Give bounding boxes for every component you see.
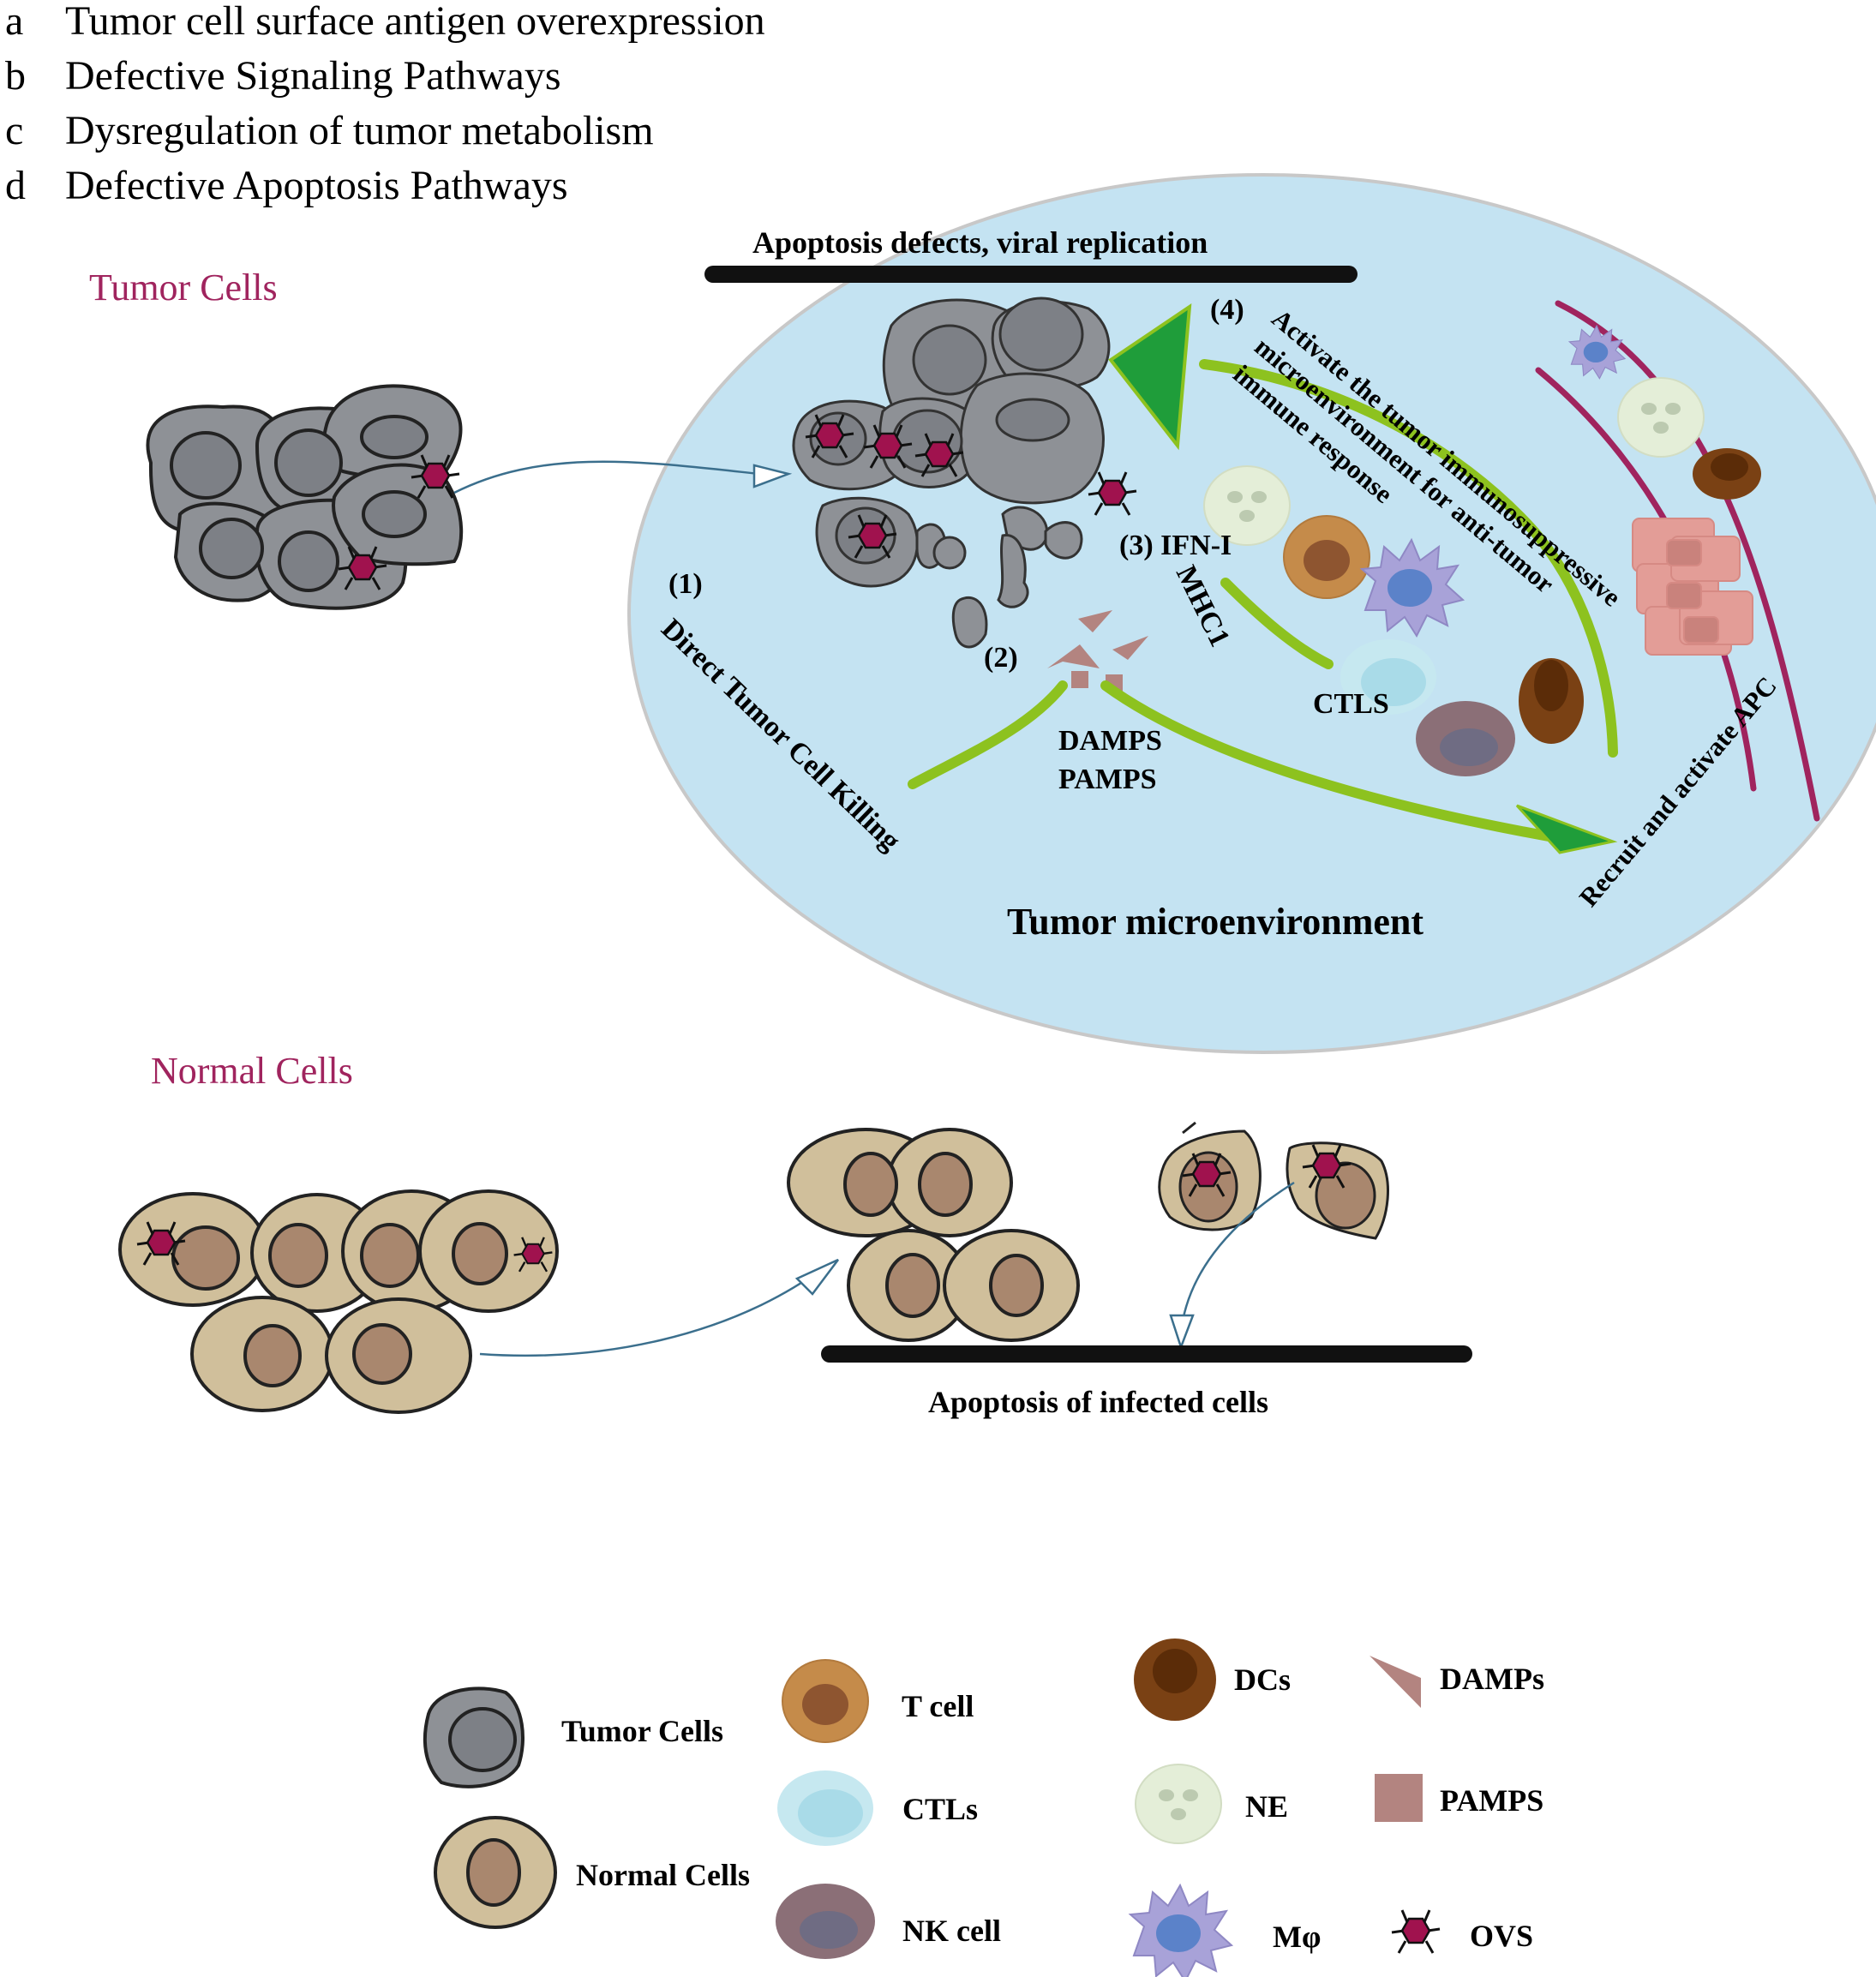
legend-ne-icon bbox=[1135, 1764, 1222, 1844]
infected-arrow bbox=[1179, 1181, 1295, 1333]
damps-fragments bbox=[1047, 610, 1148, 668]
legend-pamps-icon bbox=[1375, 1774, 1423, 1822]
legend-pamps-label: PAMPS bbox=[1440, 1783, 1543, 1818]
heading-letter-c: c bbox=[5, 108, 23, 153]
t-cell bbox=[1283, 515, 1370, 599]
legend-dc-icon bbox=[1134, 1639, 1216, 1721]
legend-normal-label: Normal Cells bbox=[576, 1858, 750, 1892]
legend-nk-icon bbox=[776, 1884, 875, 1959]
apoptosis-bar bbox=[821, 1345, 1472, 1363]
tme-title: Tumor microenvironment bbox=[1007, 901, 1423, 943]
heading-text-a: Tumor cell surface antigen overexpressio… bbox=[65, 0, 765, 44]
infected-arrowhead bbox=[1169, 1314, 1195, 1351]
heading-letter-a: a bbox=[5, 0, 23, 44]
pamps-fragment bbox=[1071, 671, 1088, 688]
legend: Tumor Cells Normal Cells T cell CTLs NK … bbox=[423, 1639, 1544, 1977]
apoptosis-label: Apoptosis of infected cells bbox=[928, 1385, 1268, 1419]
legend-ctls-label: CTLs bbox=[902, 1792, 978, 1826]
pamps-label: PAMPS bbox=[1058, 764, 1157, 795]
nk-cell bbox=[1416, 701, 1515, 776]
step3-label: (3) IFN-I bbox=[1119, 530, 1232, 561]
activate-arrowhead bbox=[1108, 303, 1192, 451]
step2-number: (2) bbox=[984, 642, 1018, 674]
heading-letter-d: d bbox=[5, 163, 26, 208]
pink-tissue-cells bbox=[1632, 518, 1753, 656]
legend-tumor-label: Tumor Cells bbox=[561, 1714, 723, 1748]
legend-tcell-label: T cell bbox=[902, 1689, 974, 1723]
green-arrows bbox=[908, 359, 1618, 845]
dc-cell bbox=[1519, 658, 1584, 744]
tumor-to-tme-arrowhead bbox=[752, 464, 793, 488]
tumor-to-tme-arrow bbox=[453, 460, 776, 494]
legend-tcell-icon bbox=[782, 1659, 869, 1743]
damps-label: DAMPS bbox=[1058, 725, 1162, 757]
legend-ne-label: NE bbox=[1245, 1789, 1288, 1824]
legend-macrophage-icon bbox=[1130, 1884, 1232, 1977]
heading-list: a Tumor cell surface antigen overexpress… bbox=[5, 0, 765, 208]
infected-cells bbox=[1158, 1121, 1389, 1240]
normal-arrow bbox=[479, 1267, 824, 1357]
normal-cell-stack bbox=[787, 1128, 1080, 1342]
normal-cells-title: Normal Cells bbox=[151, 1050, 353, 1092]
apoptosis-defects-bar bbox=[704, 266, 1358, 283]
tumor-cell-cluster bbox=[146, 384, 464, 610]
dc-cell bbox=[1693, 448, 1761, 500]
heading-text-d: Defective Apoptosis Pathways bbox=[65, 163, 568, 208]
normal-arrowhead bbox=[794, 1258, 839, 1296]
recruit-arrowhead bbox=[1515, 804, 1618, 854]
legend-nk-label: NK cell bbox=[902, 1914, 1001, 1948]
legend-ctl-icon bbox=[777, 1770, 873, 1846]
tumor-cells-title: Tumor Cells bbox=[89, 267, 278, 309]
legend-normal-swatch bbox=[434, 1816, 557, 1929]
heading-text-c: Dysregulation of tumor metabolism bbox=[65, 108, 654, 153]
ctls-label: CTLS bbox=[1313, 688, 1389, 720]
step4-number: (4) bbox=[1210, 294, 1244, 326]
legend-ovs-icon bbox=[1390, 1908, 1441, 1955]
step1-number: (1) bbox=[668, 568, 703, 600]
ne-cell bbox=[1617, 377, 1705, 458]
heading-letter-b: b bbox=[5, 53, 26, 99]
legend-mphi-label: Mφ bbox=[1273, 1920, 1321, 1954]
legend-dcs-label: DCs bbox=[1234, 1662, 1291, 1697]
legend-damps-icon bbox=[1370, 1656, 1421, 1708]
legend-damps-label: DAMPs bbox=[1440, 1662, 1544, 1696]
heading-text-b: Defective Signaling Pathways bbox=[65, 53, 561, 99]
normal-cell-row bbox=[118, 1189, 559, 1414]
apoptosis-defects-label: Apoptosis defects, viral replication bbox=[752, 225, 1208, 260]
legend-ovs-label: OVS bbox=[1470, 1919, 1533, 1953]
